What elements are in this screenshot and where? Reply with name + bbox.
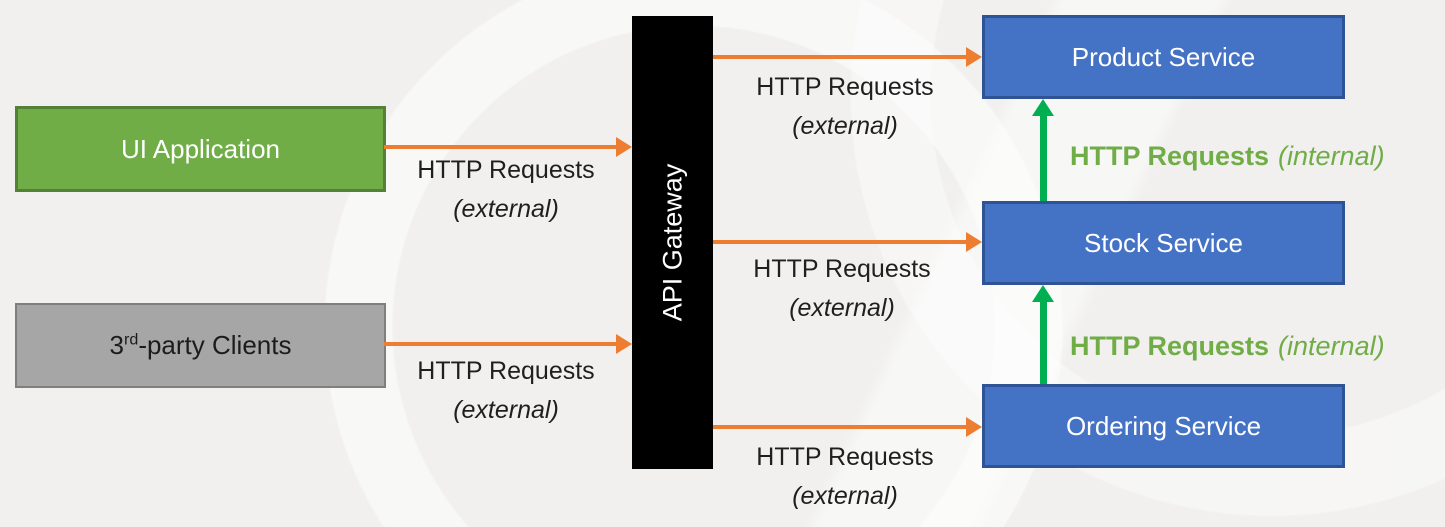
node-ui-application: UI Application: [15, 106, 386, 192]
node-api-gateway-label: API Gateway: [657, 163, 688, 322]
arrow-shaft: [1040, 300, 1047, 384]
node-ordering-service-label: Ordering Service: [1065, 410, 1262, 441]
node-third-party-clients-label: 3rd-party Clients: [109, 330, 292, 360]
arrow-shaft: [384, 145, 616, 149]
arrow-shaft: [713, 55, 966, 59]
edge-label-external-ordering: HTTP Requests (external): [756, 443, 934, 510]
edge-label-external-thirdparty: HTTP Requests (external): [417, 357, 595, 424]
arrow-shaft: [713, 425, 966, 429]
node-product-service: Product Service: [982, 15, 1345, 99]
node-api-gateway: API Gateway: [632, 16, 713, 469]
edge-label-internal-top: HTTP Requests(internal): [1070, 141, 1385, 171]
arrow-head-right-icon: [616, 137, 632, 157]
arrow-head-up-icon: [1032, 285, 1054, 302]
edge-label-external-product: HTTP Requests (external): [756, 73, 934, 140]
arrow-shaft: [713, 240, 966, 244]
node-product-service-label: Product Service: [1071, 41, 1256, 72]
arrow-head-right-icon: [616, 334, 632, 354]
arrow-shaft: [1040, 114, 1047, 201]
node-ui-application-label: UI Application: [121, 133, 280, 164]
node-third-party-clients: 3rd-party Clients: [15, 303, 386, 388]
edge-label-external-stock: HTTP Requests (external): [753, 255, 931, 322]
edge-label-external-ui: HTTP Requests (external): [417, 156, 595, 223]
arrow-head-right-icon: [966, 47, 982, 67]
node-ordering-service: Ordering Service: [982, 384, 1345, 468]
node-stock-service: Stock Service: [982, 201, 1345, 285]
arrow-shaft: [384, 342, 616, 346]
arrow-head-right-icon: [966, 232, 982, 252]
node-stock-service-label: Stock Service: [1084, 227, 1243, 258]
edge-label-internal-bottom: HTTP Requests(internal): [1070, 331, 1385, 361]
arrow-head-up-icon: [1032, 99, 1054, 116]
arrow-head-right-icon: [966, 417, 982, 437]
